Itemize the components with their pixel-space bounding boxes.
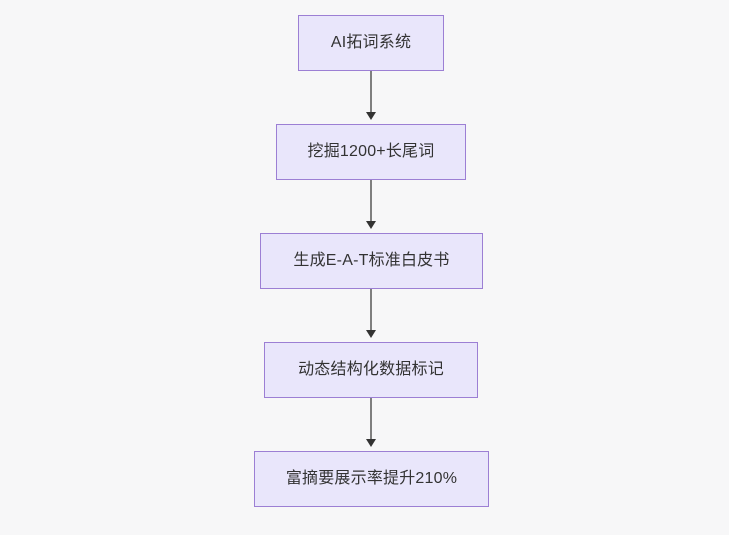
flow-node-ai-keyword-system[interactable]: AI拓词系统 [298,15,444,71]
connector-arrowhead-4 [366,439,376,447]
flow-node-dynamic-structured-data-markup[interactable]: 动态结构化数据标记 [264,342,478,398]
flow-node-rich-snippet-rate-increase[interactable]: 富摘要展示率提升210% [254,451,489,507]
connector-line-2 [370,180,372,225]
flow-node-mine-longtail-keywords[interactable]: 挖掘1200+长尾词 [276,124,466,180]
connector-line-3 [370,289,372,334]
connector-line-1 [370,71,372,116]
flow-node-generate-eat-whitepaper[interactable]: 生成E-A-T标准白皮书 [260,233,483,289]
connector-arrowhead-1 [366,112,376,120]
connector-arrowhead-3 [366,330,376,338]
connector-line-4 [370,398,372,443]
connector-arrowhead-2 [366,221,376,229]
